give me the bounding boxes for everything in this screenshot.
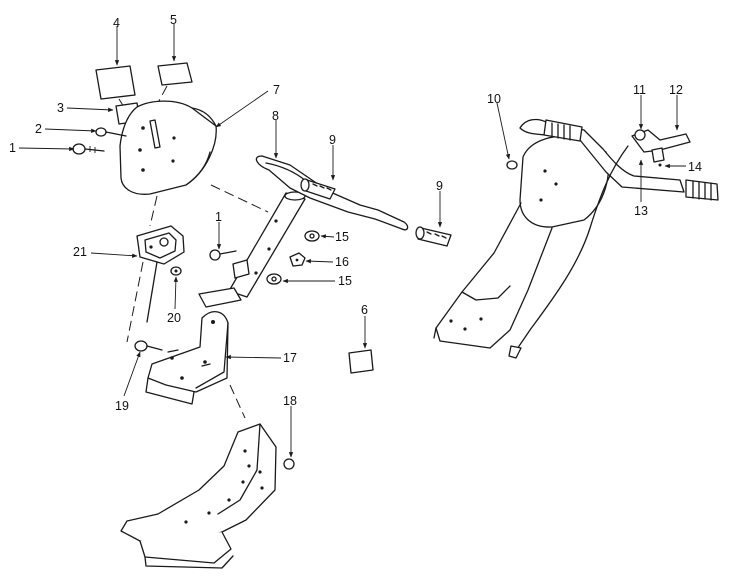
callout-12: 12 bbox=[669, 83, 683, 97]
callout-labels: 1 2 3 4 5 7 8 9 9 1 15 16 15 21 20 6 17 … bbox=[9, 13, 702, 413]
bolt-part-2 bbox=[95, 127, 127, 137]
decal-part-5 bbox=[157, 62, 193, 86]
bolt-part-19 bbox=[134, 340, 163, 352]
washer-part-15-lower bbox=[266, 273, 282, 285]
decal-part-6 bbox=[348, 349, 374, 374]
bolt-part-1-upper bbox=[72, 143, 105, 155]
callout-3: 3 bbox=[57, 101, 64, 115]
clamp-part-16 bbox=[289, 252, 306, 267]
callout-1b: 1 bbox=[215, 210, 222, 224]
callout-1a: 1 bbox=[9, 141, 16, 155]
handlebar-part-8 bbox=[228, 155, 409, 298]
left-assembly bbox=[72, 62, 452, 569]
callout-9a: 9 bbox=[329, 133, 336, 147]
callout-6: 6 bbox=[361, 303, 368, 317]
callout-13: 13 bbox=[634, 204, 648, 218]
callout-5: 5 bbox=[170, 13, 177, 27]
grip-part-9-upper bbox=[300, 178, 336, 200]
spacer-plate bbox=[198, 287, 242, 308]
bracket-part-17 bbox=[145, 311, 229, 405]
callout-15b: 15 bbox=[338, 274, 352, 288]
assembled-handle-frame bbox=[433, 118, 719, 359]
callout-8: 8 bbox=[272, 109, 279, 123]
callout-19: 19 bbox=[115, 399, 129, 413]
callout-9b: 9 bbox=[436, 179, 443, 193]
callout-2: 2 bbox=[35, 122, 42, 136]
callout-16: 16 bbox=[335, 255, 349, 269]
bolt-part-1-lower bbox=[209, 249, 237, 261]
callout-15a: 15 bbox=[335, 230, 349, 244]
nut-part-20 bbox=[170, 266, 182, 276]
decal-part-4 bbox=[95, 65, 136, 100]
callout-20: 20 bbox=[167, 311, 181, 325]
callout-21: 21 bbox=[73, 245, 87, 259]
leader-lines bbox=[18, 24, 686, 458]
callout-17: 17 bbox=[283, 351, 297, 365]
callout-10: 10 bbox=[487, 92, 501, 106]
callout-18: 18 bbox=[283, 394, 297, 408]
console-panel-part-7 bbox=[119, 100, 217, 195]
callout-14: 14 bbox=[688, 160, 702, 174]
callout-7: 7 bbox=[273, 83, 280, 97]
callout-11: 11 bbox=[633, 83, 646, 97]
lower-mount-part-18 bbox=[120, 423, 295, 569]
grip-part-9-lower bbox=[415, 226, 452, 247]
bracket-part-21 bbox=[136, 225, 185, 323]
right-assembly bbox=[433, 118, 719, 359]
washer-part-15-upper bbox=[304, 230, 320, 242]
callout-4: 4 bbox=[113, 16, 120, 30]
